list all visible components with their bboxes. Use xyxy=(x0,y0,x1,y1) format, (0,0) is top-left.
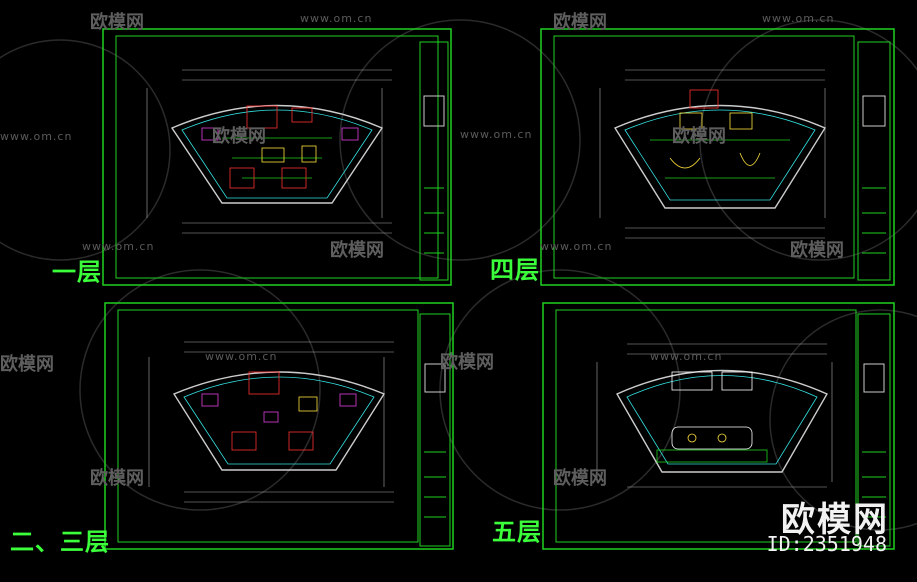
watermark-site: www.om.cn xyxy=(540,240,613,253)
floor-label-4f: 四层 xyxy=(490,256,540,284)
watermark-site: www.om.cn xyxy=(205,350,278,363)
watermark-logo: 欧模网 xyxy=(553,12,607,33)
image-id: ID:2351948 xyxy=(766,532,887,556)
watermark-site: www.om.cn xyxy=(650,350,723,363)
watermark-site: www.om.cn xyxy=(460,128,533,141)
watermark-logo: 欧模网 xyxy=(672,126,726,147)
watermark-site: www.om.cn xyxy=(300,12,373,25)
floor-label-5f: 五层 xyxy=(492,518,542,546)
watermark-logo: 欧模网 xyxy=(90,468,144,489)
watermark-site: www.om.cn xyxy=(82,240,155,253)
sheet-1f xyxy=(102,28,452,286)
floor-plan-23f-drawing xyxy=(104,302,454,550)
watermark-logo: 欧模网 xyxy=(790,240,844,261)
watermark-logo: 欧模网 xyxy=(440,352,494,373)
sheet-4f xyxy=(540,28,895,286)
floor-label-23f: 二、三层 xyxy=(10,528,110,556)
floor-plan-4f-drawing xyxy=(540,28,895,286)
watermark-logo: 欧模网 xyxy=(0,354,54,375)
watermark-site: www.om.cn xyxy=(762,12,835,25)
sheet-23f xyxy=(104,302,454,550)
watermark-site: www.om.cn xyxy=(0,130,73,143)
brand-logo: 欧模网 xyxy=(781,500,889,540)
floor-plan-5f-drawing xyxy=(542,302,895,550)
watermark-logo: 欧模网 xyxy=(330,240,384,261)
watermark-logo: 欧模网 xyxy=(553,468,607,489)
watermark-logo: 欧模网 xyxy=(212,126,266,147)
floor-plan-1f-drawing xyxy=(102,28,452,286)
watermark-logo: 欧模网 xyxy=(90,12,144,33)
floor-label-1f: 一层 xyxy=(52,258,102,286)
sheet-5f xyxy=(542,302,895,550)
